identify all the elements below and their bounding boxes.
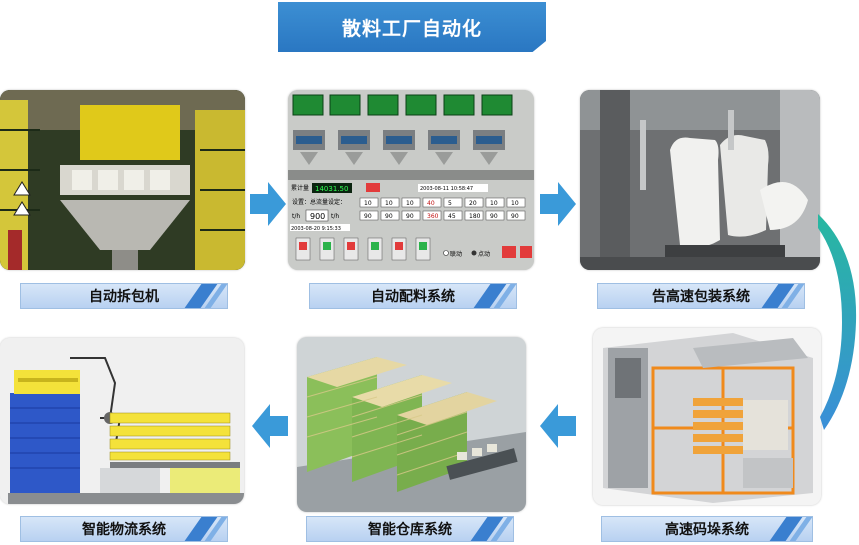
screen-value: 360 bbox=[427, 213, 439, 220]
screen-value: 10 bbox=[490, 200, 498, 207]
screen-value-box bbox=[485, 197, 505, 208]
label-text: 告高速包装系统 bbox=[652, 289, 750, 305]
meter-value: 14031.50 bbox=[315, 185, 348, 193]
photo-palletizing-system bbox=[593, 328, 821, 505]
photo-smart-logistics bbox=[0, 338, 244, 504]
screen-value: 5 bbox=[448, 200, 452, 207]
screen-value: 90 bbox=[490, 213, 498, 220]
screen-value-box bbox=[443, 210, 463, 221]
arrow-right-icon bbox=[540, 182, 576, 226]
screen-value: 10 bbox=[385, 200, 393, 207]
total-label: 设置：总流量设定： bbox=[292, 198, 346, 206]
photo-packaging-system bbox=[580, 90, 820, 270]
screen-value: 10 bbox=[511, 200, 519, 207]
screen-value: 40 bbox=[427, 200, 435, 207]
screen-value-box bbox=[380, 210, 400, 221]
radio-linked: 联动 bbox=[450, 250, 462, 258]
label-palletizing: 高速码垛系统 bbox=[601, 516, 813, 542]
label-logistics: 智能物流系统 bbox=[20, 516, 228, 542]
screen-value-box bbox=[464, 210, 484, 221]
date-2: 2003-08-20 9:15:33 bbox=[291, 226, 341, 232]
screen-value-box bbox=[401, 197, 421, 208]
label-text: 智能仓库系统 bbox=[368, 522, 452, 538]
label-packaging: 告高速包装系统 bbox=[597, 283, 805, 309]
screen-value: 90 bbox=[511, 213, 519, 220]
screen-value-box bbox=[464, 197, 484, 208]
arrow-left-icon bbox=[252, 404, 288, 448]
unit-prefix: t/h bbox=[292, 213, 300, 220]
label-text: 自动拆包机 bbox=[89, 289, 159, 305]
label-warehouse: 智能仓库系统 bbox=[306, 516, 514, 542]
photo-smart-warehouse bbox=[297, 337, 526, 512]
date-1: 2003-08-11 10:58:47 bbox=[420, 186, 473, 192]
label-batching: 自动配料系统 bbox=[309, 283, 517, 309]
screen-value: 10 bbox=[406, 200, 414, 207]
screen-value: 10 bbox=[364, 200, 372, 207]
label-unpacking: 自动拆包机 bbox=[20, 283, 228, 309]
screen-value: 45 bbox=[448, 213, 456, 220]
page-title: 散料工厂自动化 bbox=[278, 2, 546, 52]
curved-arrow-down-icon bbox=[818, 214, 857, 430]
screen-value-box bbox=[443, 197, 463, 208]
label-text: 高速码垛系统 bbox=[665, 522, 749, 538]
screen-value: 90 bbox=[364, 213, 372, 220]
screen-value: 90 bbox=[406, 213, 414, 220]
radio-jog: 点动 bbox=[478, 250, 490, 258]
photo-batching-screen: 累计量 14031.50 2003-08-11 10:58:47 设置：总流量设… bbox=[288, 90, 534, 270]
label-text: 自动配料系统 bbox=[371, 289, 455, 305]
unit-suffix: t/h bbox=[331, 213, 339, 220]
setpoint-value: 900 bbox=[310, 212, 325, 221]
screen-value-box bbox=[485, 210, 505, 221]
arrow-right-icon bbox=[250, 182, 286, 226]
screen-value: 20 bbox=[469, 200, 477, 207]
screen-value-box bbox=[506, 210, 526, 221]
screen-value-box bbox=[359, 210, 379, 221]
screen-value: 180 bbox=[469, 213, 481, 220]
title-text: 散料工厂自动化 bbox=[341, 17, 482, 40]
screen-value-box bbox=[422, 197, 442, 208]
screen-value-box bbox=[422, 210, 442, 221]
screen-value-box bbox=[506, 197, 526, 208]
meter-label: 累计量 bbox=[291, 184, 309, 192]
screen-value-box bbox=[401, 210, 421, 221]
screen-value-box bbox=[380, 197, 400, 208]
photo-unpacking-machine bbox=[0, 90, 245, 270]
screen-value-box bbox=[359, 197, 379, 208]
label-text: 智能物流系统 bbox=[82, 522, 166, 538]
arrow-left-icon bbox=[540, 404, 576, 448]
screen-value: 90 bbox=[385, 213, 393, 220]
